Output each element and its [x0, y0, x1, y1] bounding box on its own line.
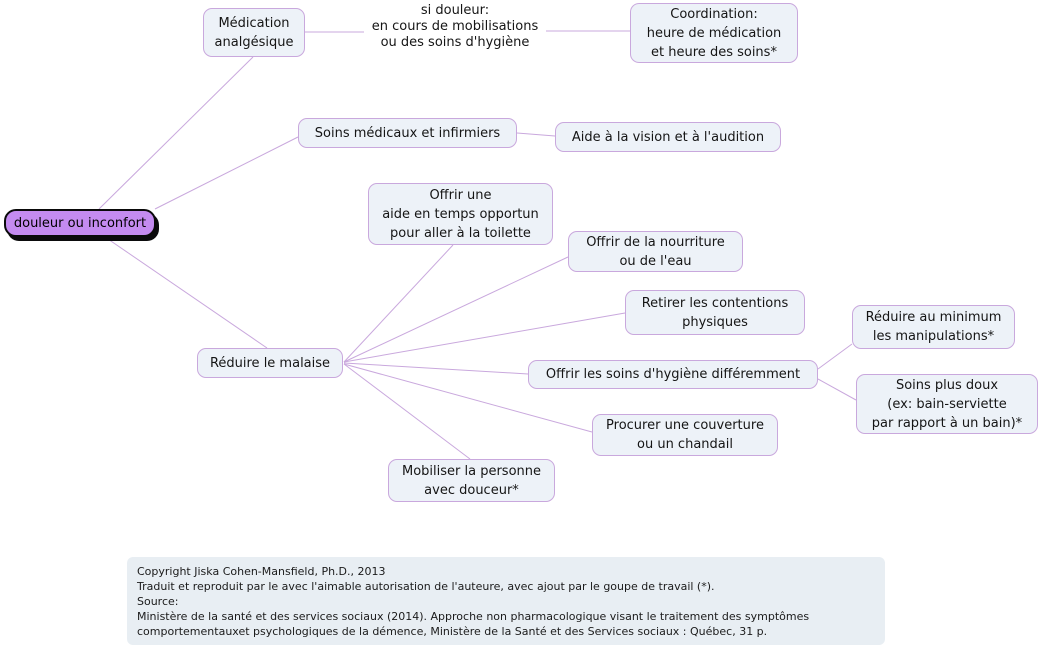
node-label: Aide à la vision et à l'audition	[571, 129, 765, 145]
node-reduire-malaise[interactable]: Réduire le malaise	[197, 348, 343, 378]
node-coordination-heures[interactable]: Coordination: heure de médication et heu…	[630, 3, 798, 63]
node-label: Offrir de la nourriture ou de l'eau	[586, 234, 725, 269]
edge-malaise-nourriture	[343, 256, 569, 363]
node-retirer-contentions[interactable]: Retirer les contentions physiques	[625, 290, 805, 335]
node-medication-analgesique[interactable]: Médication analgésique	[203, 8, 305, 57]
node-label: Offrir les soins d'hygiène différemment	[545, 367, 801, 382]
edge-malaise-mobiliser	[343, 363, 471, 460]
footer-line-copyright: Copyright Jiska Cohen-Mansfield, Ph.D., …	[137, 565, 386, 578]
copyright-source-block: Copyright Jiska Cohen-Mansfield, Ph.D., …	[127, 557, 885, 645]
node-label: Coordination: heure de médication et heu…	[646, 6, 782, 60]
node-reduire-manipulations[interactable]: Réduire au minimum les manipulations*	[852, 305, 1015, 349]
edge-malaise-toilette	[343, 244, 454, 363]
footer-line-reference-1: Ministère de la santé et des services so…	[137, 610, 810, 623]
edge-root-soins-medicaux	[154, 136, 299, 210]
footer-line-reference-2: comportementauxet psychologiques de la d…	[137, 625, 768, 638]
node-douleur-ou-inconfort[interactable]: douleur ou inconfort	[4, 209, 156, 237]
node-label: Procurer une couverture ou un chandail	[606, 418, 764, 452]
edge-root-medication	[98, 56, 254, 210]
edge-malaise-contentions	[343, 312, 626, 363]
node-soins-medicaux-infirmiers[interactable]: Soins médicaux et infirmiers	[298, 118, 517, 148]
node-label: Réduire le malaise	[209, 355, 331, 371]
edge-malaise-couverture	[343, 363, 593, 433]
edge-malaise-hygiene	[343, 362, 529, 375]
node-label: Réduire au minimum les manipulations*	[865, 310, 1002, 344]
edge-soins-medicaux-aide-vision	[516, 132, 556, 137]
node-aide-vision-audition[interactable]: Aide à la vision et à l'audition	[555, 122, 781, 152]
node-aide-toilette[interactable]: Offrir une aide en temps opportun pour a…	[368, 183, 553, 245]
node-label: douleur ou inconfort	[13, 215, 147, 231]
node-label: Médication analgésique	[214, 15, 294, 50]
node-soins-hygiene-differemment[interactable]: Offrir les soins d'hygiène différemment	[528, 360, 818, 389]
edge-root-reduire-malaise	[104, 236, 268, 349]
node-label: Mobiliser la personne avec douceur*	[401, 463, 541, 498]
edge-condition-label: si douleur: en cours de mobilisations ou…	[371, 3, 539, 50]
footer-line-traduction: Traduit et reproduit par le avec l'aimab…	[137, 580, 715, 593]
node-label: Soins plus doux (ex: bain-serviette par …	[871, 377, 1023, 431]
node-label: Retirer les contentions physiques	[641, 295, 789, 330]
footer-line-source: Source:	[137, 595, 179, 608]
node-nourriture-eau[interactable]: Offrir de la nourriture ou de l'eau	[568, 231, 743, 272]
node-label: Soins médicaux et infirmiers	[314, 125, 501, 141]
node-label: Offrir une aide en temps opportun pour a…	[382, 187, 539, 241]
node-couverture-chandail[interactable]: Procurer une couverture ou un chandail	[592, 414, 778, 456]
edge-hygiene-manipulations	[817, 343, 853, 370]
node-soins-plus-doux[interactable]: Soins plus doux (ex: bain-serviette par …	[856, 374, 1038, 434]
node-mobiliser-douceur[interactable]: Mobiliser la personne avec douceur*	[388, 459, 555, 502]
edge-hygiene-soins-doux	[817, 378, 857, 401]
